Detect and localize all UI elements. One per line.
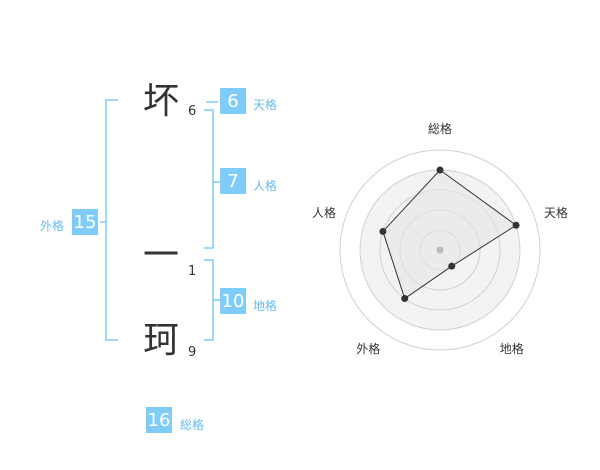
jinkaku-value: 7 bbox=[220, 168, 246, 194]
soukaku-label: 総格 bbox=[180, 418, 205, 432]
radar-point-1 bbox=[512, 221, 520, 229]
jinkaku-label: 人格 bbox=[253, 179, 278, 193]
radar-label-gaikaku: 外格 bbox=[356, 342, 381, 357]
name-char-1: 坏 bbox=[143, 81, 180, 122]
tenkaku-label: 天格 bbox=[253, 98, 278, 112]
tenkaku-value: 6 bbox=[220, 88, 246, 114]
name-char-3: 珂 bbox=[143, 320, 180, 361]
radar-point-3 bbox=[401, 295, 409, 303]
radar-point-2 bbox=[448, 262, 456, 270]
name-char-2-strokes: 1 bbox=[188, 264, 197, 279]
name-char-2: 一 bbox=[143, 235, 180, 276]
chikaku-label: 地格 bbox=[253, 299, 278, 313]
name-char-3-strokes: 9 bbox=[188, 345, 197, 360]
soukaku-value: 16 bbox=[146, 407, 172, 433]
gaikaku-value: 15 bbox=[72, 209, 98, 235]
radar-label-jinkaku: 人格 bbox=[311, 205, 336, 220]
name-char-1-strokes: 6 bbox=[188, 104, 197, 119]
radar-point-0 bbox=[436, 166, 444, 174]
radar-series-area bbox=[382, 169, 517, 300]
radar-label-soukaku: 総格 bbox=[428, 121, 453, 136]
radar-label-chikaku: 地格 bbox=[499, 342, 524, 357]
gaikaku-label: 外格 bbox=[40, 219, 65, 233]
chikaku-value: 10 bbox=[220, 288, 246, 314]
gaikaku-bracket bbox=[105, 99, 118, 341]
jinkaku-bracket bbox=[204, 109, 214, 249]
radar-label-tenkaku: 天格 bbox=[544, 205, 569, 220]
radar-ring-5 bbox=[339, 149, 541, 351]
radar-point-4 bbox=[379, 227, 387, 235]
radar-center-dot bbox=[436, 246, 444, 254]
